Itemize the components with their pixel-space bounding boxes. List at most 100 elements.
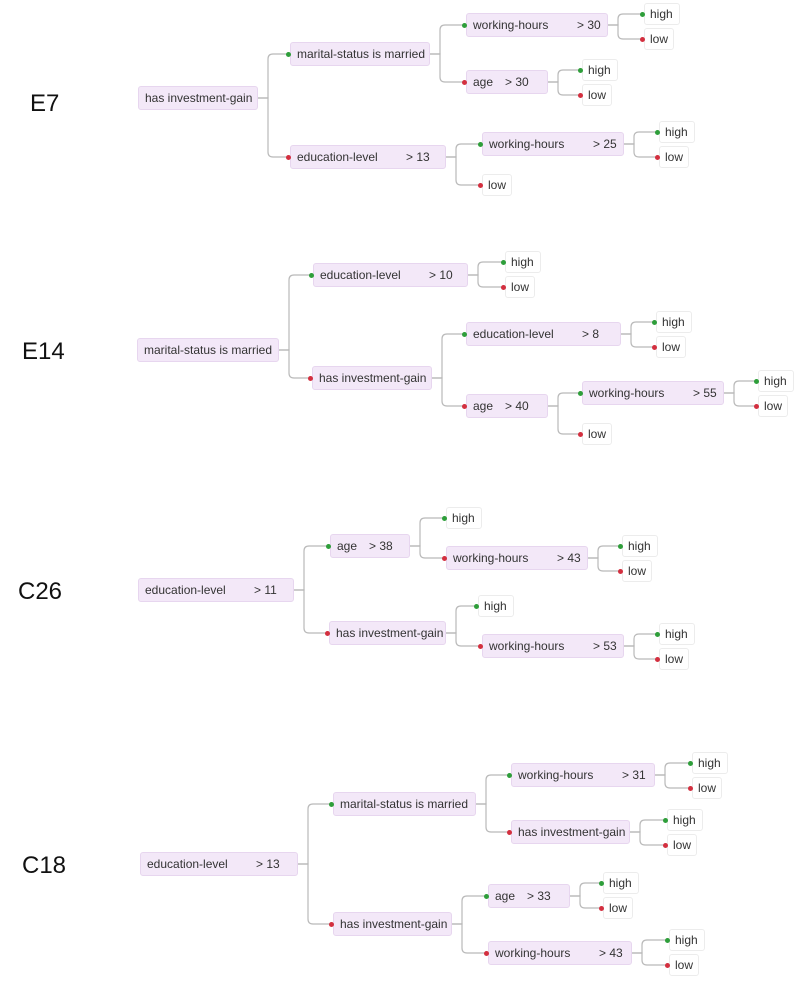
node-education-level: education-level> 13 <box>140 852 298 876</box>
node-marital-status-is-married: marital-status is married <box>137 338 279 362</box>
tree-edge <box>279 274 311 351</box>
node-feature: working-hours <box>489 639 565 653</box>
true-branch-marker <box>688 760 693 766</box>
false-branch-marker <box>652 344 657 350</box>
node-feature: working-hours <box>473 18 549 32</box>
leaf-low: low <box>622 560 652 582</box>
tree-edge <box>446 143 480 158</box>
node-feature: has investment-gain <box>518 825 626 839</box>
tree-edge <box>279 349 310 379</box>
tree-edge <box>621 321 654 335</box>
true-branch-marker <box>329 801 334 807</box>
tree-edge <box>548 81 580 96</box>
tree-edge <box>294 545 328 591</box>
leaf-low: low <box>603 897 633 919</box>
node-feature: working-hours <box>489 137 565 151</box>
node-feature: marital-status is married <box>144 343 273 357</box>
node-working-hours: working-hours> 43 <box>488 941 632 965</box>
false-branch-marker <box>462 79 467 85</box>
true-branch-marker <box>462 22 467 28</box>
tree-edge <box>632 952 667 966</box>
node-has-investment-gain: has investment-gain <box>312 366 432 390</box>
true-branch-marker <box>478 141 483 147</box>
node-threshold: > 40 <box>505 399 529 413</box>
tree-edge <box>468 274 503 288</box>
leaf-low: low <box>669 954 699 976</box>
true-branch-marker <box>640 11 645 17</box>
node-feature: education-level <box>297 150 378 164</box>
node-threshold: > 53 <box>593 639 617 653</box>
node-education-level: education-level> 8 <box>466 322 621 346</box>
node-age: age> 33 <box>488 884 570 908</box>
node-threshold: > 30 <box>505 75 529 89</box>
true-branch-marker <box>507 772 512 778</box>
node-education-level: education-level> 13 <box>290 145 446 169</box>
leaf-low: low <box>582 84 612 106</box>
true-branch-marker <box>501 259 506 265</box>
tree-edge <box>446 156 480 186</box>
tree-edge <box>452 895 486 925</box>
node-threshold: > 31 <box>622 768 646 782</box>
tree-edge <box>476 774 509 805</box>
node-feature: has investment-gain <box>145 91 253 105</box>
tree-edge <box>632 939 667 954</box>
node-threshold: > 43 <box>557 551 581 565</box>
false-branch-marker <box>754 403 759 409</box>
tree-edge <box>588 557 620 572</box>
false-branch-marker <box>308 375 313 381</box>
true-branch-marker <box>663 817 668 823</box>
tree-label: C18 <box>22 852 67 879</box>
leaf-low: low <box>667 834 697 856</box>
node-feature: working-hours <box>495 946 571 960</box>
tree-edge <box>446 605 476 634</box>
node-has-investment-gain: has investment-gain <box>333 912 452 936</box>
node-marital-status-is-married: marital-status is married <box>333 792 476 816</box>
tree-edge <box>432 377 464 407</box>
true-branch-marker <box>618 543 623 549</box>
tree-edge <box>630 819 665 833</box>
false-branch-marker <box>640 36 645 42</box>
node-threshold: > 55 <box>693 386 717 400</box>
false-branch-marker <box>599 905 604 911</box>
leaf-low: low <box>692 777 722 799</box>
node-feature: age <box>473 399 494 413</box>
tree-edge <box>468 261 503 276</box>
tree-edge <box>655 774 690 789</box>
leaf-high: high <box>505 251 541 273</box>
true-branch-marker <box>578 67 583 73</box>
tree-edge <box>548 69 580 83</box>
tree-edge <box>608 13 642 26</box>
tree-edge <box>452 923 486 954</box>
false-branch-marker <box>478 182 483 188</box>
false-branch-marker <box>578 431 583 437</box>
tree-edge <box>298 863 331 925</box>
node-feature: has investment-gain <box>319 371 427 385</box>
leaf-low: low <box>659 146 689 168</box>
tree-edge <box>432 333 464 379</box>
leaf-low: low <box>656 336 686 358</box>
true-branch-marker <box>484 893 489 899</box>
node-threshold: > 25 <box>593 137 617 151</box>
node-feature: working-hours <box>518 768 594 782</box>
node-feature: marital-status is married <box>340 797 469 811</box>
true-branch-marker <box>309 272 314 278</box>
leaf-low: low <box>644 28 674 50</box>
tree-edge <box>410 545 444 559</box>
leaf-high: high <box>603 872 639 894</box>
tree-edge <box>446 632 480 647</box>
leaf-high: high <box>656 311 692 333</box>
true-branch-marker <box>326 543 331 549</box>
tree-edge <box>476 803 509 833</box>
leaf-high: high <box>582 59 618 81</box>
tree-edge <box>624 131 657 145</box>
tree-edge <box>410 517 444 547</box>
true-branch-marker <box>652 319 657 325</box>
true-branch-marker <box>754 378 759 384</box>
tree-edge <box>621 333 654 348</box>
true-branch-marker <box>655 129 660 135</box>
false-branch-marker <box>507 829 512 835</box>
leaf-high: high <box>692 752 728 774</box>
true-branch-marker <box>665 937 670 943</box>
false-branch-marker <box>325 630 330 636</box>
